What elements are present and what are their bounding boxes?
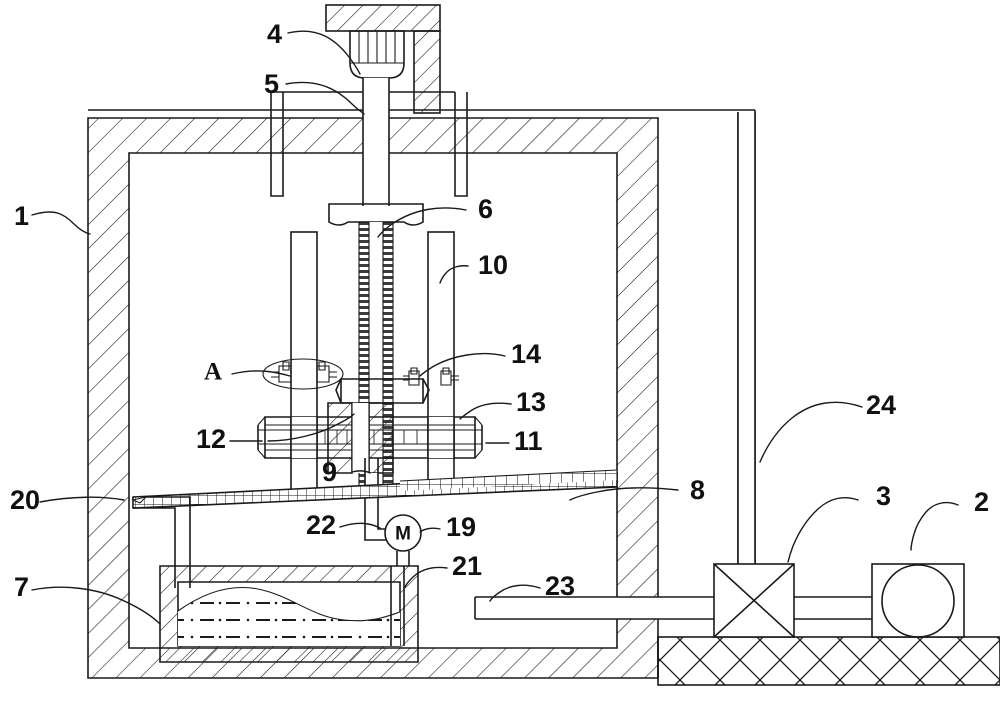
shaft-coupling-flange	[328, 203, 424, 226]
pump[interactable]	[871, 563, 965, 638]
discharge-pipe	[474, 596, 715, 620]
ref-num-20: 20	[10, 485, 40, 515]
tank-liquid	[177, 586, 401, 646]
central-sliding-hub	[335, 378, 430, 404]
drive-motor-assembly	[325, 4, 441, 114]
ref-num-12: 12	[196, 424, 226, 454]
detail-a-ellipse	[262, 358, 344, 390]
upper-drive-shaft	[362, 78, 390, 206]
ref-num-11: 11	[514, 426, 543, 456]
clamp-right-b	[440, 367, 459, 386]
ref-num-8: 8	[690, 475, 705, 505]
clamp-right-a	[403, 367, 420, 386]
ref-num-3: 3	[876, 481, 891, 511]
ref-num-9: 9	[322, 457, 337, 487]
ref-num-19: 19	[446, 512, 476, 542]
motor-ribs	[350, 31, 404, 64]
right-foundation	[657, 636, 1000, 686]
circulation-motor-pump[interactable]: M	[384, 514, 422, 566]
ref-num-10: 10	[478, 250, 508, 280]
ref-num-23: 23	[545, 571, 575, 601]
ref-num-4: 4	[267, 19, 282, 49]
motor-symbol-letter: M	[395, 524, 411, 545]
ref-num-14: 14	[511, 339, 541, 369]
ref-num-24: 24	[866, 390, 896, 420]
valve-box[interactable]	[713, 563, 872, 638]
ref-num-7: 7	[14, 572, 29, 602]
clamp-left-b	[316, 361, 337, 383]
ref-num-1: 1	[14, 201, 29, 231]
ref-num-a: A	[204, 359, 222, 386]
ref-num-22: 22	[306, 510, 336, 540]
filter-screen	[132, 469, 618, 509]
reference-numerals: 1 2 3 4 5 6 7 8 9 10 11 12 13 14 19 20 2…	[10, 19, 989, 602]
tank-feed-pipe	[390, 566, 405, 646]
liquid-storage-tank	[159, 565, 419, 663]
ref-num-6: 6	[478, 194, 493, 224]
return-riser-pipe	[737, 112, 756, 568]
ref-num-5: 5	[264, 69, 279, 99]
lid-hanger-rods	[270, 91, 468, 197]
drain-outlet-pipe	[131, 496, 191, 588]
leader-lines	[31, 30, 959, 625]
ref-num-13: 13	[516, 387, 546, 417]
ref-num-2: 2	[974, 487, 989, 517]
ref-num-21: 21	[452, 551, 482, 581]
suction-pipe	[364, 520, 386, 541]
